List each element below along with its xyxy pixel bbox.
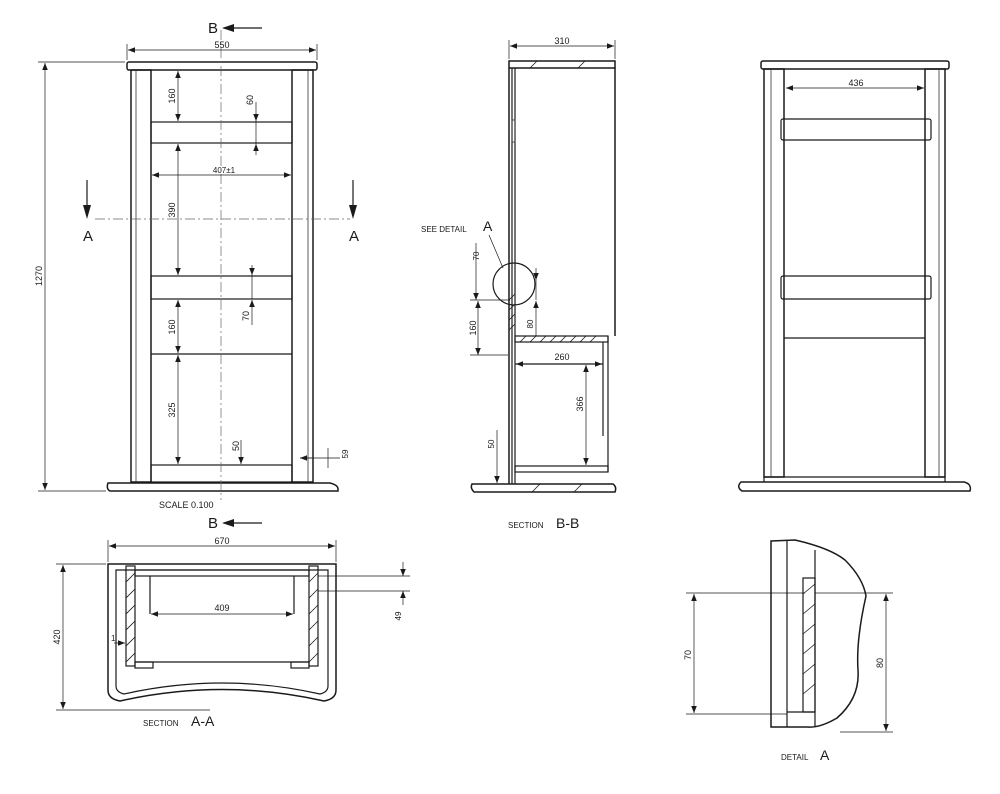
front-width-dim: 550 [214,40,229,50]
section-a-a-view: 670 409 420 1 49 SECTION A-A [52,536,410,729]
plan-inner-width-dim: 409 [214,603,229,613]
base-plinth [106,482,339,492]
side-260-dim: 260 [554,352,569,362]
right-side-panel [291,69,314,483]
back-top-rail [780,118,932,141]
section-b-bottom-label: B [208,515,218,532]
top-rail [150,121,293,144]
plan-49-dim: 49 [394,611,403,620]
side-70-dim: 70 [472,251,481,260]
mid-rail-dim: 70 [241,311,251,321]
detail-a-callout-circle [492,262,536,306]
side-80-dim: 80 [526,319,535,328]
back-view: 436 [738,60,972,492]
back-top-board [760,60,950,70]
front-height-dim: 1270 [34,266,44,286]
inner-width-dim: 407±1 [213,166,236,175]
plan-width-dim: 670 [214,536,229,546]
plan-right-panel [308,565,319,667]
see-detail-label: SEE DETAIL [421,225,467,234]
rail-height-dim: 60 [245,95,255,105]
see-detail-letter: A [483,218,493,234]
lower-opening-dim: 325 [167,402,177,417]
section-a-caption-prefix: SECTION [143,719,179,728]
scale-label: SCALE 0.100 [159,500,214,510]
section-b-top-label: B [208,20,218,37]
section-b-caption-prefix: SECTION [508,521,544,530]
lower-rail-dim: 160 [167,319,177,334]
detail-caption-prefix: DETAIL [781,753,809,762]
detail-80-dim: 80 [875,658,885,668]
detail-caption-letter: A [820,747,830,763]
detail-outline [770,539,867,728]
back-inner-width-dim: 436 [848,78,863,88]
side-50-dim: 50 [487,439,496,448]
plan-gap-dim: 1 [111,634,116,643]
detail-70-dim: 70 [683,650,693,660]
side-366-dim: 366 [575,396,585,411]
back-base [738,481,972,492]
plan-back-board [134,569,310,577]
plinth-dim: 59 [341,449,350,458]
side-depth-dim: 310 [554,36,569,46]
section-b-caption-letter: B-B [556,515,579,531]
side-base [470,483,617,493]
back-mid-rail [780,275,932,300]
top-opening-dim: 160 [167,88,177,103]
top-board [126,61,318,71]
side-top-board [508,60,616,69]
front-view: 550 1270 160 390 160 325 60 70 407±1 50 [34,20,359,532]
plan-left-panel [125,565,136,667]
section-a-right-label: A [349,228,359,245]
side-bottom-shelf [514,465,609,473]
bottom-shelf [150,464,293,483]
middle-opening-dim: 390 [167,202,177,217]
detail-a-view: 70 80 DETAIL A [683,539,893,763]
bottom-shelf-dim: 50 [231,441,241,451]
side-160-dim: 160 [468,320,478,335]
side-desk-shelf [514,335,609,343]
plan-outline [107,563,337,702]
section-b-b-view: 310 SEE DETAIL A 70 160 80 260 366 50 SE… [421,36,617,531]
back-right-panel [924,68,946,478]
plan-depth-dim: 420 [52,629,62,644]
left-side-panel [130,69,152,483]
middle-rail [150,275,293,300]
section-a-caption-letter: A-A [191,713,215,729]
section-a-left-label: A [83,228,93,245]
